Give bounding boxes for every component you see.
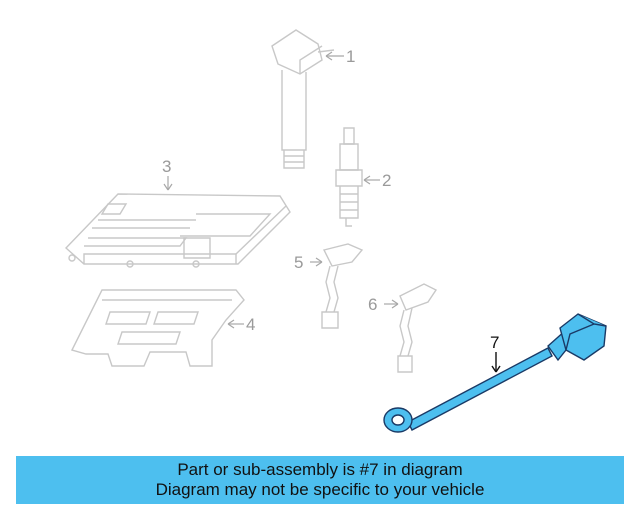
callout-arrow-4 — [227, 319, 235, 329]
callout-6: 6 — [368, 295, 377, 314]
callout-2: 2 — [382, 171, 391, 190]
callout-5: 5 — [294, 253, 303, 272]
sensor-6-part[interactable] — [397, 283, 438, 373]
callout-1: 1 — [346, 47, 355, 66]
callout-arrow-7 — [491, 365, 501, 373]
callout-arrow-5 — [315, 257, 323, 267]
callout-arrow-2 — [363, 175, 371, 185]
sensor-5-part[interactable] — [321, 243, 364, 329]
callout-arrow-3 — [163, 183, 173, 191]
callout-arrow-6 — [391, 299, 399, 309]
knock-sensor-part[interactable] — [383, 313, 607, 433]
info-banner: Part or sub-assembly is #7 in diagram Di… — [16, 456, 624, 504]
callout-3: 3 — [162, 157, 171, 176]
engine-control-module-part[interactable] — [64, 193, 291, 268]
banner-line-2: Diagram may not be specific to your vehi… — [155, 480, 485, 499]
callout-7: 7 — [490, 333, 499, 352]
callout-arrow-1 — [325, 51, 333, 61]
banner-line-1: Part or sub-assembly is #7 in diagram — [177, 460, 463, 479]
spark-plug-part[interactable] — [335, 127, 363, 227]
mounting-bracket-part[interactable] — [70, 289, 245, 367]
callout-4: 4 — [246, 315, 255, 334]
ignition-coil-part[interactable] — [271, 29, 335, 169]
